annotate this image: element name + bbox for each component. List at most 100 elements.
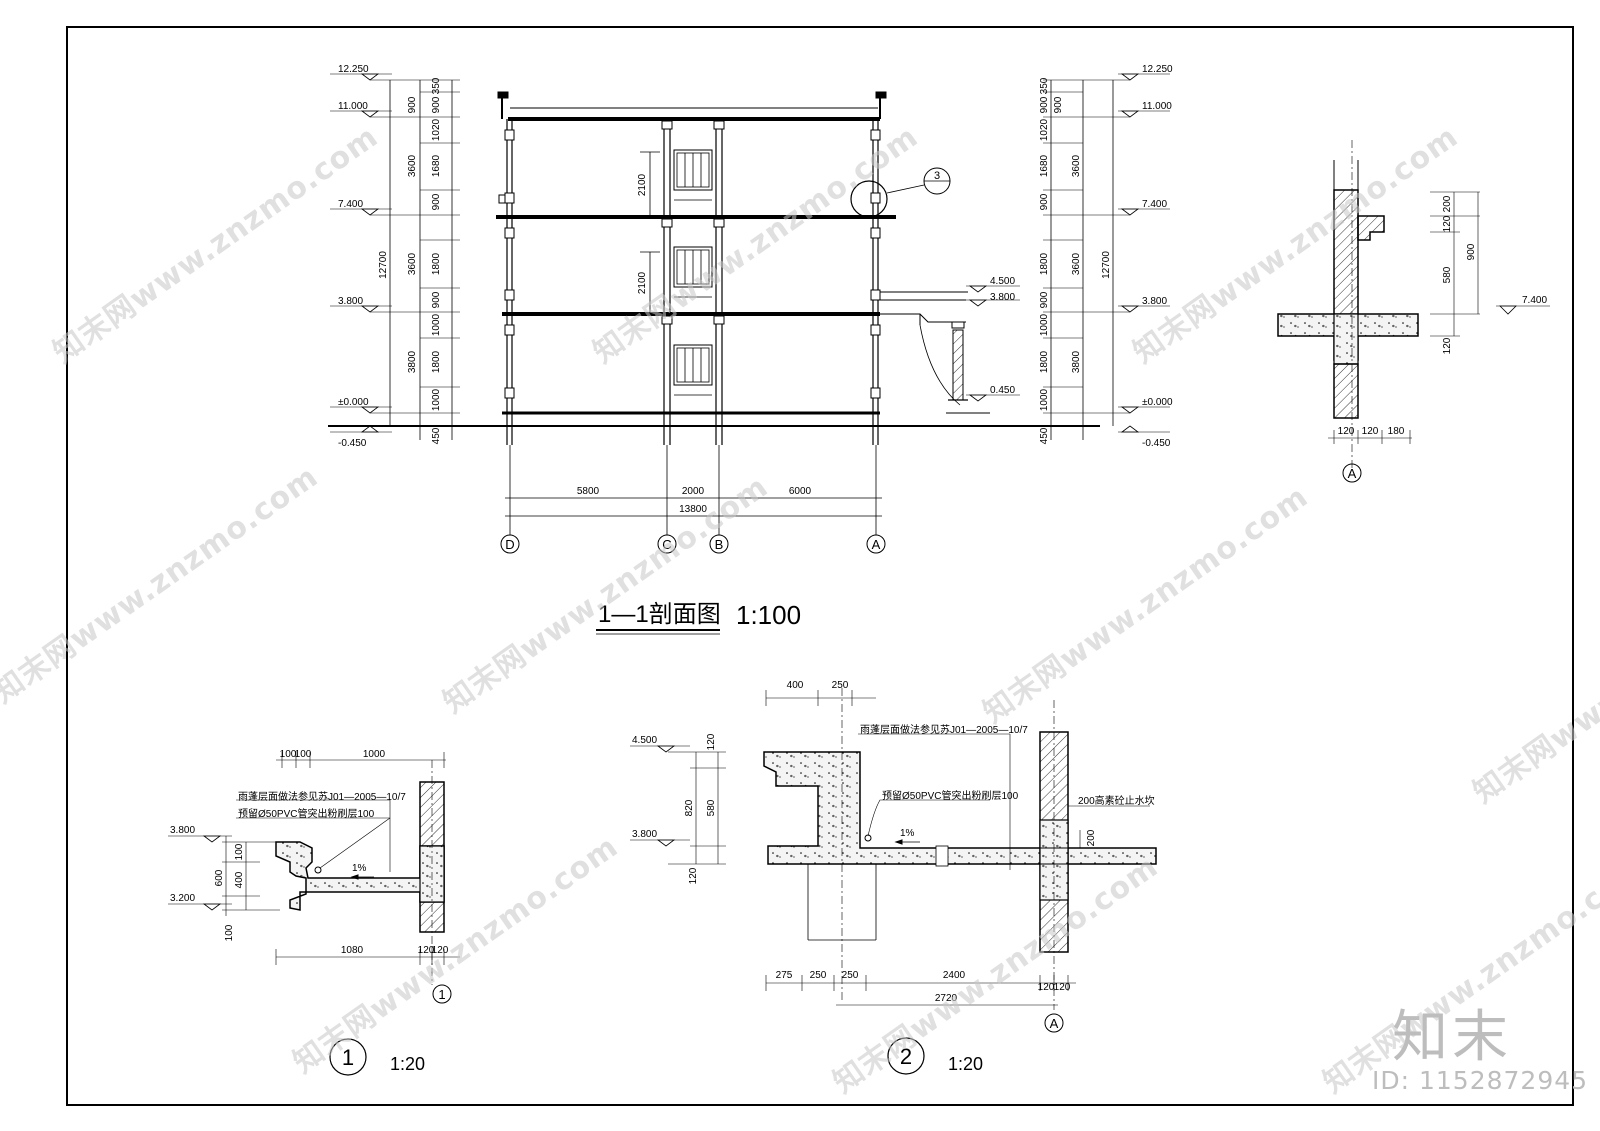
detail2-side-dim: 200 [1086,829,1097,846]
detail2-note1: 雨蓬层面做法参见苏J01—2005—10/7 [860,723,1028,736]
detail1-bottom-dim-2: 120 [432,945,449,956]
left-dim-inner-6: 900 [431,291,442,308]
right-dim-inner-9: 1000 [1039,388,1050,411]
detail3-dim-1: 120 [1442,215,1453,232]
right-dim-inner-10: 450 [1039,427,1050,444]
right-dim-inner-3: 1680 [1039,154,1050,177]
detail2-bottom-total: 2720 [935,993,958,1004]
left-dim-inner-10: 450 [431,427,442,444]
detail3-axis: A [1348,466,1357,481]
detail1-bottom-dim-1: 120 [418,945,435,956]
left-dim-inner-4: 900 [431,193,442,210]
detail1-axis: 1 [438,987,445,1002]
stair-height-1: 2100 [637,271,648,294]
right-level-2: 7.400 [1142,199,1167,210]
detail1-top-dim-2: 1000 [363,749,386,760]
detail1-note2: 预留Ø50PVC管突出粉刷层100 [238,807,375,820]
right-dim-inner-6: 900 [1039,291,1050,308]
detail2-bottom-dim-5: 120 [1054,982,1071,993]
right-dim-inner-4: 900 [1039,193,1050,210]
detail1-top-dim-0: 100 [280,749,297,760]
left-level-5: -0.450 [338,438,367,449]
detail1-top-dim-1: 100 [295,749,312,760]
detail2-scale: 1:20 [948,1054,983,1074]
detail2-top-dim-1: 250 [832,680,849,691]
right-level-1: 11.000 [1142,101,1172,112]
section-drawing [328,73,1170,635]
right-dim-inner-8: 1800 [1039,350,1050,373]
detail2-number: 2 [900,1044,912,1069]
left-dim-inner-8: 1800 [431,350,442,373]
detail2-left-total: 820 [684,799,695,816]
right-dim-mid-2: 3600 [1071,252,1082,275]
detail2-note2: 预留Ø50PVC管突出粉刷层100 [882,789,1019,802]
detail2-left-dim-2: 120 [688,867,699,884]
detail3-text: 200 120 580 120 900 7.400 120 120 180 A [1338,195,1548,481]
right-dim-total: 12700 [1101,251,1112,279]
left-dim-inner-1: 900 [431,96,442,113]
right-dim-inner-7: 1000 [1039,313,1050,336]
left-dim-mid-1: 3600 [407,154,418,177]
detail2-bottom-dim-0: 275 [776,970,793,981]
drawing-frame [66,26,1574,1106]
detail1-left-total: 600 [214,869,225,886]
detail3-width-2: 180 [1388,426,1405,437]
right-level-0: 12.250 [1142,64,1173,75]
detail3-width-0: 120 [1338,426,1355,437]
stair-height-0: 2100 [637,173,648,196]
right-dim-mid-0: 900 [1053,96,1064,113]
right-level-3: 3.800 [1142,296,1167,307]
detail2-level-1: 3.800 [632,829,657,840]
right-level-5: -0.450 [1142,438,1171,449]
detail2-left-dim-0: 120 [706,733,717,750]
detail1-level-0: 3.800 [170,825,195,836]
detail2-bottom-dim-4: 120 [1038,982,1055,993]
left-dim-inner-7: 1000 [431,313,442,336]
detail1-level-1: 3.200 [170,893,195,904]
detail2-text: 400 250 雨蓬层面做法参见苏J01—2005—10/7 预留Ø50PVC管… [632,680,1155,1074]
detail2-bottom-dim-3: 2400 [943,970,966,981]
bottom-dim-0: 5800 [577,486,600,497]
right-dim-inner-5: 1800 [1039,252,1050,275]
detail3-dim-2: 580 [1442,266,1453,283]
right-dim-inner-1: 900 [1039,96,1050,113]
right-dim-inner-2: 1020 [1039,118,1050,141]
detail3-level: 7.400 [1522,295,1547,306]
detail2-level-0: 4.500 [632,735,657,746]
right-dim-mid-3: 3800 [1071,350,1082,373]
axis-label-a: A [872,537,881,552]
left-level-2: 7.400 [338,199,363,210]
detail2-drawing [630,688,1157,1075]
canopy-level-2: 0.450 [990,385,1015,396]
detail3-width-1: 120 [1362,426,1379,437]
detail3-dim-0: 200 [1442,195,1453,212]
axis-label-d: D [505,537,514,552]
bottom-dim-2: 6000 [789,486,812,497]
left-dim-inner-5: 1800 [431,252,442,275]
left-dim-mid-0: 900 [407,96,418,113]
left-dim-inner-9: 1000 [431,388,442,411]
bottom-dim-total: 13800 [679,504,707,515]
section-scale: 1:100 [736,600,801,630]
detail1-note1: 雨蓬层面做法参见苏J01—2005—10/7 [238,790,406,803]
section-title: 1—1剖面图 [598,601,721,628]
detail1-drawing [168,752,460,1076]
right-dim-inner-0: 350 [1039,77,1050,94]
left-level-4: ±0.000 [338,397,369,408]
axis-label-c: C [662,537,671,552]
left-dim-mid-3: 3800 [407,350,418,373]
detail1-text: 100 100 1000 雨蓬层面做法参见苏J01—2005—10/7 预留Ø5… [170,749,449,1074]
left-dim-inner-2: 1020 [431,118,442,141]
detail2-note3: 200高素砼止水坎 [1078,794,1155,807]
left-dim-mid-2: 3600 [407,252,418,275]
brand-logo: 知末 [1392,1005,1512,1070]
canopy-level-1: 3.800 [990,292,1015,303]
detail3-drawing [1277,140,1550,483]
detail1-left-dim-1: 400 [234,871,245,888]
detail1-left-dim-0: 100 [234,843,245,860]
detail2-axis: A [1050,1016,1059,1031]
detail1-scale: 1:20 [390,1054,425,1074]
section-text: 1—1剖面图 1:100 12.250 11.000 7.400 3.800 ±… [338,64,1173,630]
detail2-slope: 1% [900,828,915,839]
